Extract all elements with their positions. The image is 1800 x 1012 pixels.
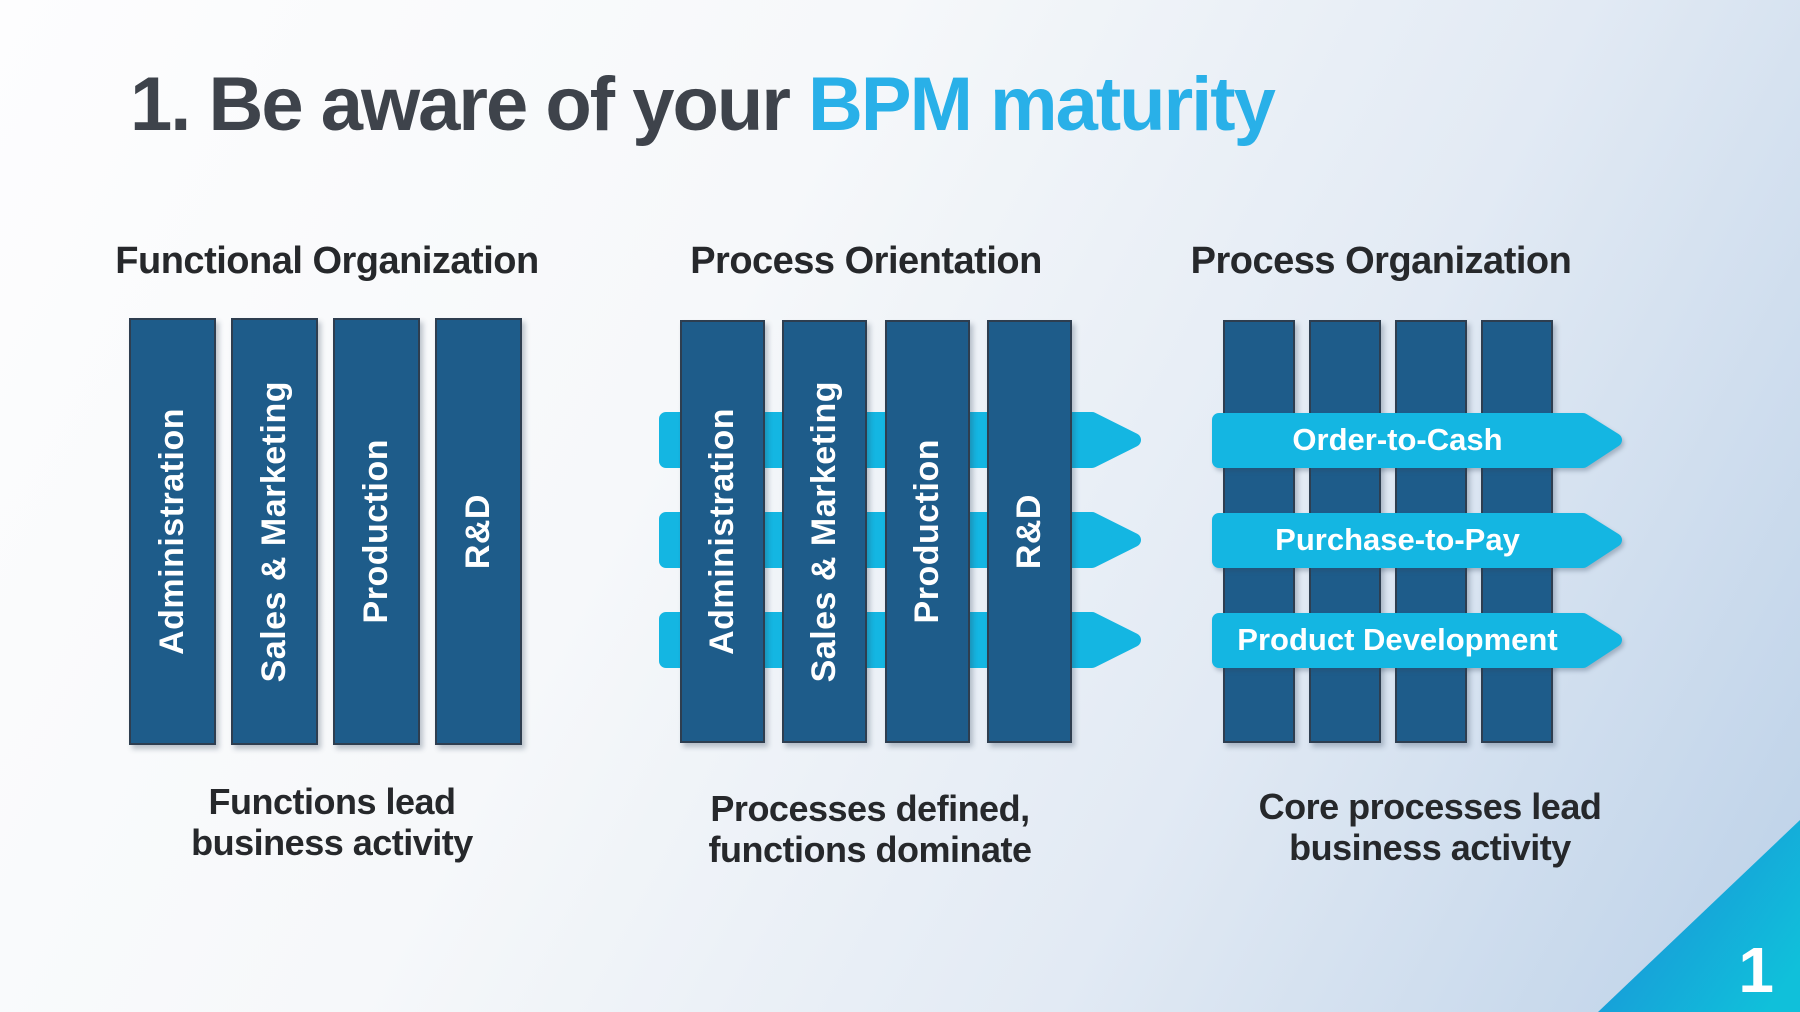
panel-orientation-header: Process Orientation [690,240,1042,282]
panel-functional-header: Functional Organization [115,240,539,282]
slide-title: 1. Be aware of your BPM maturity [130,62,1276,148]
panel-functional-caption-line2: business activity [191,822,473,863]
panel-orientation-caption-line2: functions dominate [708,829,1033,870]
functional-bar-administration: Administration [129,318,216,745]
orientation-bar-rd: R&D [987,320,1072,743]
orientation-bar-sales-marketing: Sales & Marketing [782,320,867,743]
panel-orientation-caption: Processes defined, functions dominate [640,788,1100,870]
functional-bar-sales-marketing: Sales & Marketing [231,318,318,745]
orientation-bar-rd-label: R&D [1010,493,1048,570]
slide-title-prefix: 1. Be aware of your [130,62,809,147]
orientation-bar-sales-marketing-label: Sales & Marketing [805,380,843,683]
functional-bar-rd: R&D [435,318,522,745]
panel-orientation-caption-line1: Processes defined, [710,788,1030,829]
functional-bar-administration-label: Administration [153,408,191,655]
functional-bar-production-label: Production [357,439,395,624]
panel-organization-caption-line2: business activity [1289,827,1571,868]
panel-organization-caption: Core processes lead business activity [1200,786,1660,868]
arrow-label-product-development: Product Development [1237,622,1558,657]
functional-bar-sales-marketing-label: Sales & Marketing [255,380,293,683]
core-process-arrow-icon [1212,613,1622,668]
arrow-label-purchase-to-pay: Purchase-to-Pay [1275,522,1520,557]
panel-organization-caption-line1: Core processes lead [1258,786,1602,827]
page-number: 1 [1738,934,1774,1006]
arrow-label-order-to-cash: Order-to-Cash [1292,422,1503,457]
panel-functional-caption: Functions lead business activity [102,781,562,863]
orientation-bar-administration-label: Administration [703,408,741,655]
core-process-arrow-icon [1212,413,1622,468]
core-process-arrow-icon [1212,513,1622,568]
panel-functional-caption-line1: Functions lead [208,781,456,822]
panel-organization-header: Process Organization [1190,240,1572,282]
core-process-arrows-front [1212,413,1622,668]
functional-bar-rd-label: R&D [459,493,497,570]
functional-bar-production: Production [333,318,420,745]
orientation-bar-administration: Administration [680,320,765,743]
orientation-bar-production-label: Production [908,439,946,624]
slide-title-highlight: BPM maturity [808,62,1276,147]
orientation-bar-production: Production [885,320,970,743]
